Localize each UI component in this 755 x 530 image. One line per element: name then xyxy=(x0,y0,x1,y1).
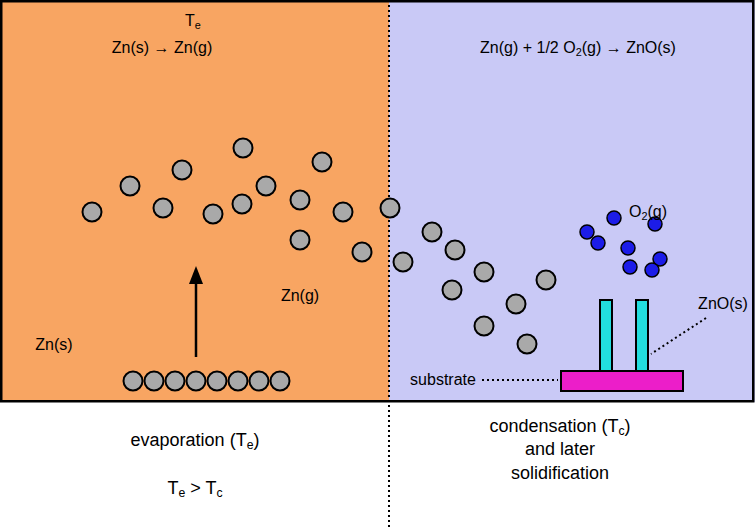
zinc-atom xyxy=(537,271,556,290)
zinc-atom xyxy=(423,223,442,242)
zinc-atom xyxy=(124,372,143,391)
zinc-atom xyxy=(187,372,206,391)
zinc-atom xyxy=(204,205,223,224)
zinc-atom xyxy=(334,203,353,222)
zinc-atom xyxy=(121,177,140,196)
zinc-atom xyxy=(313,153,332,172)
zinc-atom xyxy=(443,281,462,300)
zinc-atom xyxy=(229,372,248,391)
condensation-ground xyxy=(389,0,755,402)
zinc-atom xyxy=(475,317,494,336)
zinc-atom xyxy=(234,139,253,158)
species-label: Zn(g) xyxy=(281,286,319,305)
zinc-atom xyxy=(166,372,185,391)
species-label: O2(g) xyxy=(629,202,667,221)
evaporation-ground xyxy=(0,0,389,402)
zinc-atom xyxy=(154,199,173,218)
zno-nanorod xyxy=(636,300,648,371)
gaseous-zinc xyxy=(83,139,556,354)
zinc-atom xyxy=(208,372,227,391)
oxygen-molecule xyxy=(623,260,637,274)
oxygen-molecule xyxy=(580,225,594,239)
substrate-block xyxy=(561,371,683,391)
zinc-atom xyxy=(394,253,413,272)
zone-divider xyxy=(388,0,390,530)
zinc-atom xyxy=(145,372,164,391)
temperature-label: Te xyxy=(185,11,201,30)
species-label: ZnO(s) xyxy=(698,294,748,313)
zinc-atom xyxy=(250,372,269,391)
temperature-relation: Te > Tc xyxy=(167,478,222,500)
solid-zinc xyxy=(124,372,290,391)
zinc-atom xyxy=(507,295,526,314)
frame xyxy=(1,1,753,401)
condensation-zone: Zn(g) + 1/2 O2(g) → ZnO(s) O2(g) ZnO(s) sub… xyxy=(389,0,755,402)
zinc-atom xyxy=(83,203,102,222)
zinc-atom xyxy=(257,177,276,196)
zinc-atom xyxy=(291,191,310,210)
oxygen-gas xyxy=(580,211,667,277)
reaction-equation: Zn(s) → Zn(g) xyxy=(112,38,212,57)
oxygen-molecule xyxy=(591,236,605,250)
zinc-atom xyxy=(291,231,310,250)
stage-label: evaporation (Te) xyxy=(131,430,260,452)
zinc-atom xyxy=(233,195,252,214)
oxygen-molecule xyxy=(607,211,621,225)
zinc-atom xyxy=(173,161,192,180)
evaporation-arrow xyxy=(195,282,198,357)
arrow-head xyxy=(189,266,203,284)
zinc-atom xyxy=(446,241,465,260)
species-label: Zn(s) xyxy=(35,335,72,354)
evaporation-zone: TeZn(s) → Zn(g) Zn(g) Zn(s) xyxy=(0,0,389,402)
leader-line xyxy=(482,379,558,381)
oxygen-molecule xyxy=(645,263,659,277)
stage-label: condensation (Tc) and later solidificati… xyxy=(476,415,644,484)
reaction-equation: Zn(g) + 1/2 O2(g) → ZnO(s) xyxy=(480,38,676,57)
zinc-atom xyxy=(353,243,372,262)
zinc-atom xyxy=(475,263,494,282)
zinc-atom xyxy=(518,335,537,354)
zno-nanorod xyxy=(600,300,612,371)
zinc-atom xyxy=(271,372,290,391)
leader-line xyxy=(651,318,706,354)
zinc-atom xyxy=(381,199,400,218)
oxygen-molecule xyxy=(621,241,635,255)
part-label: substrate xyxy=(410,370,476,389)
